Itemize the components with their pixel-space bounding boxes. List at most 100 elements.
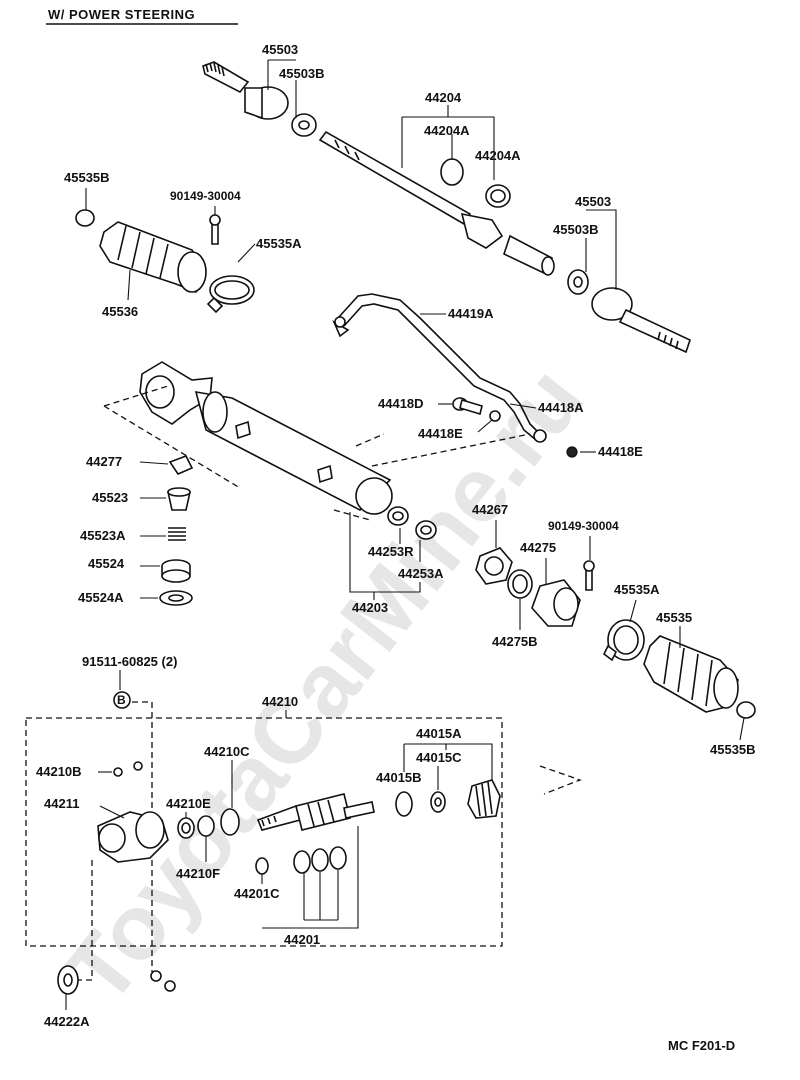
label-45535B-right: 45535B [710,742,756,757]
label-44253A: 44253A [398,566,444,581]
label-44210E: 44210E [166,796,211,811]
rack-44204 [318,130,555,276]
label-44201C: 44201C [234,886,280,901]
gasket-44418E-1 [489,410,501,422]
label-45524: 45524 [88,556,125,571]
label-B: B [117,693,126,707]
clip-45535B-left [75,209,95,227]
nuts-lower [150,970,176,992]
leader-44201 [261,826,359,929]
leader-45535B-right [739,717,745,741]
label-90149-left: 90149-30004 [170,189,241,203]
seal-rings-44201C [255,846,347,875]
label-91511: 91511-60825 (2) [82,654,177,669]
o-ring-44015B [395,791,413,817]
label-44222A: 44222A [44,1014,90,1029]
rack-guide-45523 [167,487,191,511]
label-45524A: 45524A [78,590,124,605]
label-45535B-left: 45535B [64,170,110,185]
label-44210B: 44210B [36,764,82,779]
label-44277: 44277 [86,454,122,469]
label-45535A-right: 45535A [614,582,660,597]
screw-90149-left [209,214,221,245]
label-44204A-1: 44204A [424,123,470,138]
spring-cap-45524 [161,559,191,583]
arrow-dashed-right [539,765,582,795]
clamp-45535A-right [602,619,645,662]
lock-nut-45503B-left [291,113,317,137]
union-44418D [452,397,483,416]
cap-44222A [57,965,79,995]
leader-44277 [139,461,169,465]
label-44419A: 44419A [448,306,494,321]
clip-45535B-right [736,701,756,719]
label-44015A: 44015A [416,726,462,741]
label-44267: 44267 [472,502,508,517]
label-44418E-2: 44418E [598,444,643,459]
tie-rod-end-left [202,61,289,120]
label-44210: 44210 [262,694,298,709]
label-45503B-top: 45503B [279,66,325,81]
leader-45503-top [267,59,297,118]
label-44203: 44203 [352,600,388,615]
valve-assembly-box [25,717,503,947]
label-44275: 44275 [520,540,556,555]
screw-90149-right [583,560,595,591]
oil-seal-44204A-1 [440,158,464,186]
label-44210C: 44210C [204,744,250,759]
rack-guide-spring-cap-44277 [168,454,194,475]
housing-44203 [139,361,393,515]
label-44015B: 44015B [376,770,422,785]
pin-44210B [113,761,143,777]
valve-dashed-guides [66,701,153,981]
boot-45535 [643,635,739,713]
gasket-44418E-2 [566,446,578,458]
tie-rod-end-right [591,287,691,354]
leader-45535A-right [629,599,637,623]
footer-code: MC F201-D [668,1038,735,1053]
label-45535A-left: 45535A [256,236,302,251]
label-44275B: 44275B [492,634,538,649]
label-45535: 45535 [656,610,692,625]
diagram-title: W/ POWER STEERING [48,7,195,22]
label-45523A: 45523A [80,528,126,543]
leader-44418A [509,403,537,409]
retainer-44253R [387,506,409,526]
control-valve-44201 [256,793,375,831]
seal-44210F [197,815,215,837]
bearing-44210E [177,817,195,839]
label-90149-right: 90149-30004 [548,519,619,533]
lock-nut-45503B-right [567,269,589,295]
label-44015C: 44015C [416,750,462,765]
label-44418E-1: 44418E [418,426,463,441]
clamp-45535A-left [206,275,255,314]
leader-44204 [401,105,495,180]
leader-44418E-1 [477,419,493,433]
seal-44015C [430,791,446,813]
leader-45503-right [585,209,617,290]
spacer-44253A [415,520,437,540]
ring-44275B [507,569,533,599]
oil-seal-44204A-2 [485,184,511,208]
label-44204A-2: 44204A [475,148,521,163]
label-45536: 45536 [102,304,138,319]
lock-nut-45524A [159,590,193,606]
boot-45536 [99,221,207,294]
leader-44015 [403,743,493,790]
label-44211: 44211 [44,796,79,811]
leader-45535A-left [237,243,256,263]
o-ring-44210C [220,808,240,836]
housing-dashed-guides [103,385,531,521]
label-45503-right: 45503 [575,194,611,209]
valve-sleeve-44015A [467,779,501,819]
housing-44211 [97,811,169,863]
leader-44211 [99,805,125,819]
label-44418A: 44418A [538,400,584,415]
label-44210F: 44210F [176,866,220,881]
bolt-marker-B: B [113,691,131,709]
label-44204: 44204 [425,90,462,105]
label-45503-top: 45503 [262,42,298,57]
label-44253R: 44253R [368,544,414,559]
